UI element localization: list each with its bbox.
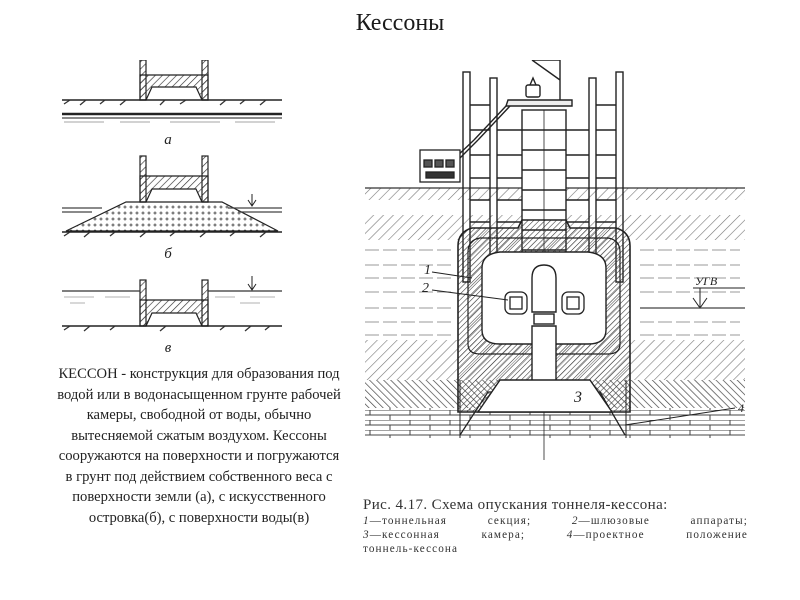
label-2: 2 [422, 281, 429, 296]
caisson-description: КЕССОН - конструкция для образования под… [57, 366, 341, 526]
panel-label-b: б [164, 246, 172, 262]
caption-text-1: —тоннельная секция; [369, 515, 572, 527]
water-level-mark-b [247, 194, 257, 207]
panel-a: а [62, 60, 282, 148]
caption-line-2: 1—тоннельная секция; 2—шлюзовые аппараты… [363, 514, 748, 528]
tunnel-caisson-scheme: 3 1 2 УГВ 4 [365, 60, 745, 460]
caisson-body: 3 [457, 219, 631, 413]
caisson-b [139, 155, 209, 203]
panel-v: в [62, 276, 282, 356]
caisson-a [139, 60, 209, 101]
caption-line-3: 3—кессонная камера; 4—проектное положени… [363, 528, 748, 542]
water-level-mark-v [247, 276, 257, 291]
caption-text-3: —кессонная камера; [369, 529, 567, 541]
label-ugv: УГВ [695, 274, 718, 288]
artificial-island [65, 201, 279, 232]
caption-text-2: —шлюзовые аппараты; [578, 515, 748, 527]
label-3: 3 [573, 389, 582, 406]
tunnel-section [531, 264, 557, 400]
caisson-v [139, 279, 209, 327]
panel-label-a: а [164, 132, 172, 148]
label-4: 4 [738, 401, 744, 415]
caisson-methods-figure: а б в [62, 60, 282, 356]
compressor-station [419, 149, 461, 183]
caption-text-4: —проектное положение [573, 529, 748, 541]
air-lock-top [454, 60, 573, 161]
caption-line-4: тоннель-кессона [363, 543, 459, 555]
slide-title: Кессоны [355, 10, 445, 36]
groundwater-level-mark: УГВ [640, 274, 745, 309]
panel-b: б [62, 155, 282, 262]
lock-apparatus-right [561, 291, 585, 315]
label-1: 1 [424, 263, 431, 278]
caisson-chamber [476, 379, 614, 413]
caption-num-3: 3 [363, 529, 370, 541]
caption-num-1: 1 [363, 515, 370, 527]
panel-label-v: в [165, 340, 172, 356]
caption-num-2: 2 [571, 515, 579, 527]
caption-title: Рис. 4.17. Схема опускания тоннеля-кессо… [363, 497, 668, 513]
figure-caption: Рис. 4.17. Схема опускания тоннеля-кессо… [363, 497, 748, 556]
lock-apparatus-left [504, 291, 528, 315]
caption-num-4: 4 [566, 529, 574, 541]
